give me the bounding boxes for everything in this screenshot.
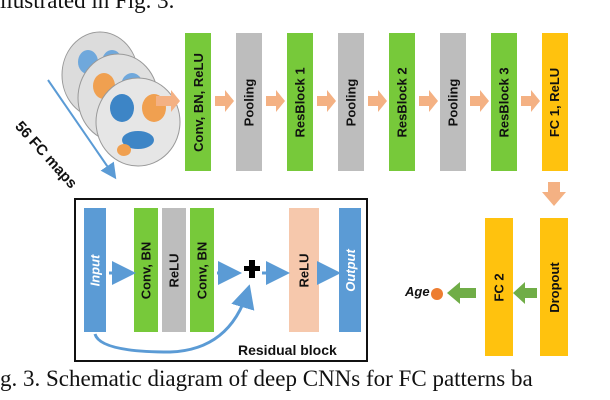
pipeline-arrow-7 [470, 90, 489, 112]
brain-maps-icon [61, 31, 181, 167]
pipeline-block-1: Conv, BN, ReLU [185, 33, 211, 171]
pipeline-arrow-5 [368, 90, 387, 112]
left-arrow-fc2-age [447, 282, 476, 304]
pipeline-arrow-2 [215, 90, 234, 112]
pipeline-arrow-4 [317, 90, 336, 112]
pipeline-arrow-8 [521, 90, 540, 112]
pipeline-block-2: Pooling [236, 33, 262, 171]
age-dot-icon [431, 288, 443, 300]
pipeline-block-3: ResBlock 1 [287, 33, 313, 171]
age-label: Age [405, 284, 430, 299]
header-text: llustrated in Fig. 3. [0, 0, 175, 13]
residual-block-box [74, 198, 368, 362]
pipeline-arrow-1 [156, 90, 180, 112]
pipeline-block-6: Pooling [440, 33, 466, 171]
maps-arrow [47, 79, 117, 180]
plus-icon [244, 260, 260, 278]
pipeline-block-8: FC 1, ReLU [542, 33, 568, 171]
res-conv2-block: Conv, BN [190, 208, 214, 332]
pipeline-arrow-6 [419, 90, 438, 112]
res-conv1-block: Conv, BN [134, 208, 158, 332]
res-input-block: Input [84, 208, 106, 332]
left-arrow-dropout-fc2 [513, 282, 537, 304]
pipeline-arrow-3 [266, 90, 285, 112]
fc2-block: FC 2 [485, 218, 513, 356]
pipeline-block-5: ResBlock 2 [389, 33, 415, 171]
res-output-block: Output [339, 208, 361, 332]
skip-connection-arrow [93, 284, 255, 354]
res-relu2-block: ReLU [289, 208, 319, 332]
dropout-block: Dropout [540, 218, 568, 356]
res-relu1-block: ReLU [162, 208, 186, 332]
down-arrow-fc1-dropout [542, 182, 566, 206]
pipeline-block-4: Pooling [338, 33, 364, 171]
figure-caption: g. 3. Schematic diagram of deep CNNs for… [0, 366, 533, 391]
arrows-layer [156, 90, 540, 112]
residual-block-title: Residual block [238, 342, 337, 358]
pipeline-block-7: ResBlock 3 [491, 33, 517, 171]
